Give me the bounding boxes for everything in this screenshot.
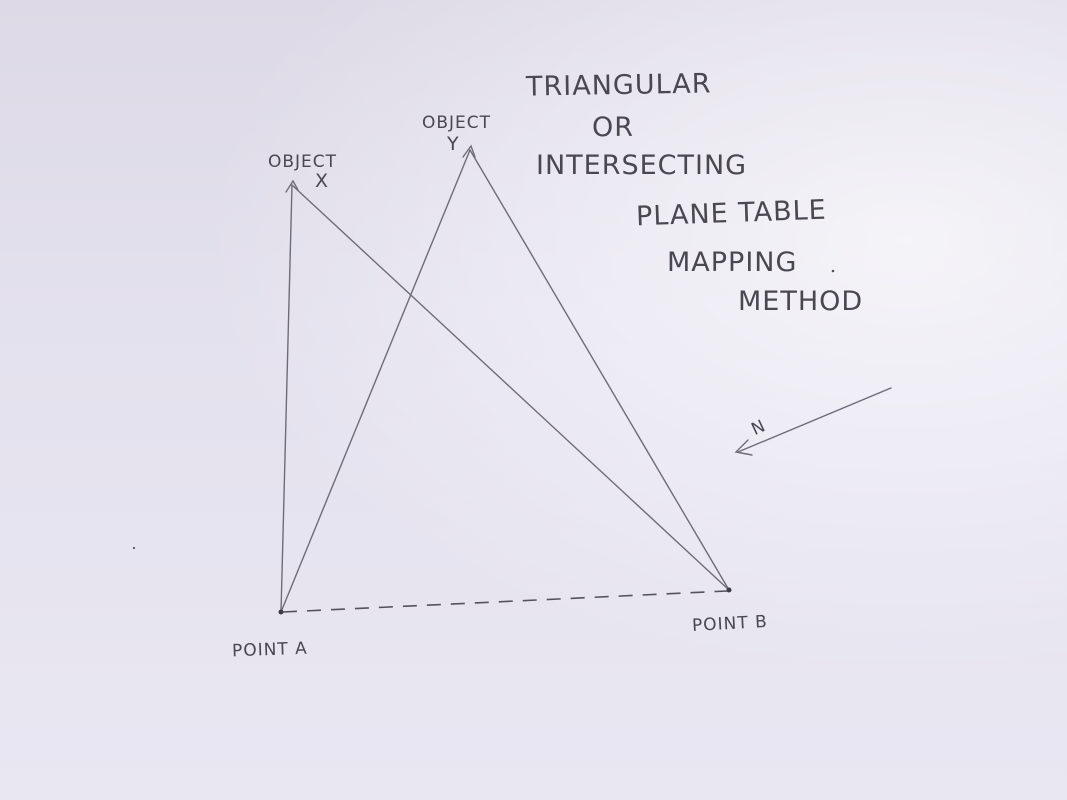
ray-b-to-y: [469, 149, 730, 591]
object-x-letter: X: [315, 170, 330, 192]
subtitle-line-3: METHOD: [738, 286, 864, 317]
ray-b-to-x: [291, 184, 730, 591]
ray-a-to-x: [280, 184, 293, 613]
object-y-label: OBJECT: [422, 113, 492, 133]
pencil-speck: [132, 546, 136, 550]
object-y-letter: Y: [447, 133, 460, 155]
point-b-dot: [726, 587, 732, 593]
object-y-arrowhead: [462, 144, 476, 158]
point-a-label: POINT A: [231, 638, 309, 662]
title-line-3: INTERSECTING: [536, 150, 748, 181]
subtitle-line-2: MAPPING: [667, 247, 798, 278]
north-arrow: [734, 387, 892, 456]
ray-a-to-y: [280, 149, 471, 613]
pencil-speck: [831, 269, 835, 273]
point-b-label: POINT B: [691, 612, 769, 636]
title-line-1: TRIANGULAR: [525, 68, 712, 103]
object-x-arrowhead: [285, 179, 299, 193]
title-line-2: OR: [592, 112, 635, 143]
baseline-a-b: [282, 590, 728, 613]
object-x-label: OBJECT: [268, 152, 338, 172]
point-a-dot: [278, 609, 284, 615]
